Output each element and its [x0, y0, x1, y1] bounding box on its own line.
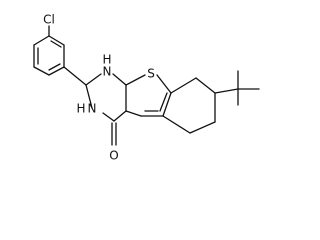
carbonyl-double-bond: [111, 122, 117, 146]
chlorine-label: Cl: [43, 13, 55, 27]
bottom-nitrogen-label: N: [88, 102, 97, 116]
top-nitrogen-label: N: [103, 65, 112, 79]
tert-butyl-group: [214, 70, 260, 106]
pyrimidine-ring: [85, 73, 127, 122]
phenyl-c2-bond: [63, 66, 87, 86]
sulfur-label: S: [147, 67, 155, 81]
bottom-nh-hydrogen-label: H: [76, 102, 85, 116]
chlorophenyl-ring: [33, 35, 65, 76]
thiophene-ring: [125, 74, 172, 117]
top-nh-hydrogen-label: H: [102, 53, 111, 67]
cyclohexene-ring: [162, 77, 216, 134]
chemical-structure: Cl H N S H N O: [33, 13, 260, 163]
oxygen-label: O: [109, 149, 118, 163]
